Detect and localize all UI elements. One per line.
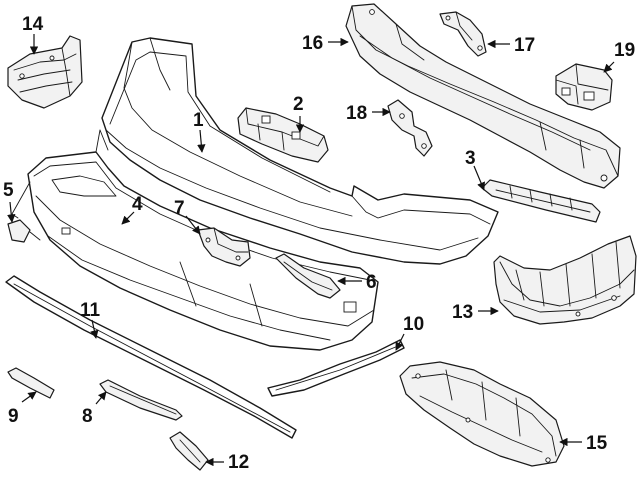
part-13-deflector <box>493 235 637 325</box>
callout-labels: 1 2 3 4 5 6 7 8 9 10 11 12 13 14 15 16 1… <box>3 14 635 473</box>
part-8-strip <box>99 379 183 421</box>
leader-4 <box>121 211 135 225</box>
leader-3 <box>473 165 485 191</box>
part-3-trim-strip <box>481 179 601 223</box>
callout-3: 3 <box>465 148 476 169</box>
leader-8 <box>95 391 107 405</box>
callout-4: 4 <box>132 194 143 215</box>
leader-7 <box>185 215 201 235</box>
callout-10: 10 <box>403 314 424 335</box>
leader-1 <box>197 129 206 153</box>
leader-5 <box>7 201 16 223</box>
leader-10 <box>395 333 405 351</box>
callout-2: 2 <box>293 94 304 115</box>
part-12-trim <box>169 431 209 471</box>
part-17-bracket <box>439 11 487 57</box>
callout-12: 12 <box>228 452 249 473</box>
callout-5: 5 <box>3 180 14 201</box>
part-19-module <box>555 63 613 111</box>
callout-7: 7 <box>174 198 185 219</box>
part-14-bracket <box>7 35 83 109</box>
part-11-moulding <box>5 275 297 439</box>
part-9-trim <box>7 367 55 399</box>
part-6-trim <box>275 253 341 299</box>
callout-14: 14 <box>22 14 44 35</box>
part-10-trim <box>267 339 405 397</box>
part-5-clip <box>7 219 41 243</box>
callout-6: 6 <box>366 272 377 293</box>
callout-15: 15 <box>586 433 608 454</box>
callout-11: 11 <box>80 300 101 321</box>
callout-18: 18 <box>346 103 367 124</box>
callout-1: 1 <box>193 110 204 131</box>
part-18-bracket <box>387 99 433 157</box>
callout-13: 13 <box>452 302 473 323</box>
callout-16: 16 <box>302 33 323 54</box>
part-7-bracket <box>197 227 251 267</box>
leader-19 <box>603 61 615 73</box>
callout-9: 9 <box>8 406 19 427</box>
callout-19: 19 <box>614 40 635 61</box>
part-4-lower-valance <box>11 129 379 351</box>
part-1-bumper-cover <box>101 37 499 265</box>
callout-8: 8 <box>82 406 93 427</box>
callout-17: 17 <box>514 35 535 56</box>
part-15-undertray <box>399 361 565 467</box>
leader-11 <box>90 319 99 339</box>
part-16-reinforcement-beam <box>345 3 621 189</box>
leader-9 <box>21 391 37 403</box>
leader-lines <box>7 34 615 467</box>
